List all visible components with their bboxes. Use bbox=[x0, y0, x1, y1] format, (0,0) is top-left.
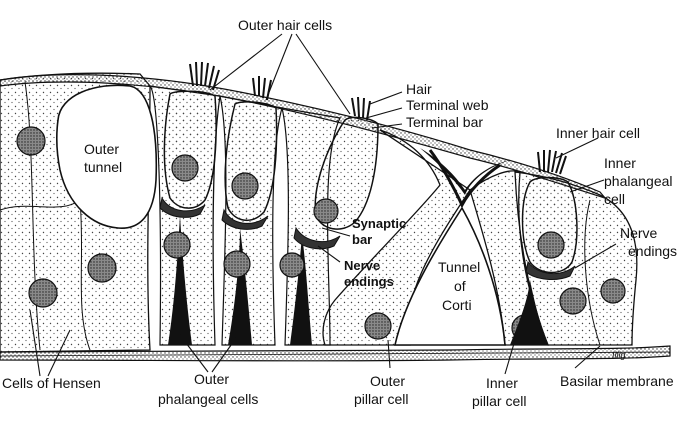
outer-hair-cell bbox=[293, 116, 379, 250]
outer-phalangeal-nuclei bbox=[163, 231, 305, 278]
label-tunnel-of-corti-2: of bbox=[454, 278, 466, 294]
leader-lines bbox=[29, 33, 617, 377]
outer-tunnel bbox=[55, 84, 158, 229]
label-inner-phalangeal-cell-1: Inner bbox=[604, 155, 636, 171]
label-nerve-endings-right-2: endings bbox=[628, 243, 677, 259]
label-outer-pillar-cell-2: pillar cell bbox=[354, 391, 408, 407]
inner-hair-cell bbox=[521, 176, 578, 280]
label-outer-tunnel-1: Outer bbox=[84, 141, 119, 157]
label-terminal-web: Terminal web bbox=[406, 97, 489, 113]
outer-hair-cell-stereocilia bbox=[189, 61, 371, 121]
label-inner-pillar-cell-2: pillar cell bbox=[472, 393, 526, 409]
label-nerve-endings-center-1: Nerve bbox=[344, 258, 380, 273]
pillar-head bbox=[420, 148, 510, 209]
label-inner-phalangeal-cell-3: cell bbox=[604, 191, 625, 207]
label-tunnel-of-corti-3: Corti bbox=[442, 297, 472, 313]
artist-signature: Illig bbox=[612, 350, 626, 360]
label-tunnel-of-corti-1: Tunnel bbox=[438, 259, 480, 275]
label-terminal-bar: Terminal bar bbox=[406, 114, 483, 130]
label-nerve-endings-center-2: endings bbox=[344, 274, 394, 289]
label-synaptic-bar-2: bar bbox=[352, 232, 372, 247]
label-inner-pillar-cell-1: Inner bbox=[486, 375, 518, 391]
label-synaptic-bar-1: Synaptic bbox=[352, 216, 406, 231]
label-basilar-membrane: Basilar membrane bbox=[560, 373, 674, 389]
labels: Outer hair cells Hair Terminal web Termi… bbox=[2, 17, 677, 409]
hensen-cell-nuclei bbox=[16, 126, 117, 308]
tunnel-of-corti bbox=[394, 206, 506, 346]
inner-hair-cell-stereocilia bbox=[537, 149, 567, 175]
label-inner-phalangeal-cell-2: phalangeal bbox=[604, 173, 673, 189]
label-outer-phalangeal-cells-1: Outer bbox=[194, 371, 229, 387]
basilar-membrane bbox=[0, 345, 671, 362]
label-cells-of-hensen: Cells of Hensen bbox=[2, 375, 101, 391]
inner-pillar-cell bbox=[469, 170, 549, 346]
label-nerve-endings-right-1: Nerve bbox=[620, 225, 658, 241]
label-outer-pillar-cell-1: Outer bbox=[370, 373, 405, 389]
label-hair: Hair bbox=[406, 81, 432, 97]
label-outer-hair-cells: Outer hair cells bbox=[238, 17, 332, 33]
label-inner-hair-cell: Inner hair cell bbox=[556, 125, 640, 141]
outer-hair-cell bbox=[159, 90, 217, 218]
outer-pillar-cell bbox=[322, 129, 471, 346]
outer-hair-cell bbox=[221, 101, 278, 230]
label-outer-phalangeal-cells-2: phalangeal cells bbox=[158, 391, 258, 407]
label-outer-tunnel-2: tunnel bbox=[84, 159, 122, 175]
